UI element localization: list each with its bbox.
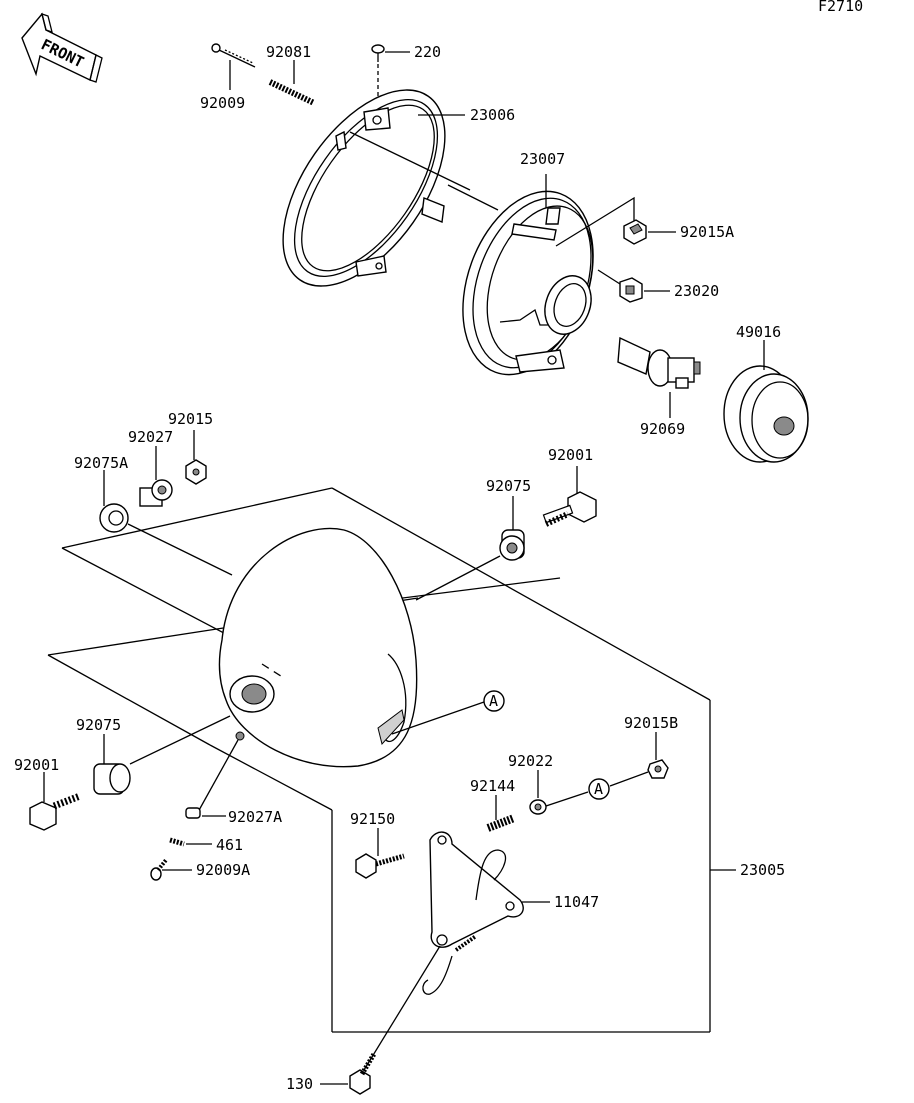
label-92075-right: 92075 bbox=[486, 477, 531, 495]
label-92001-left: 92001 bbox=[14, 756, 59, 774]
label-92009A: 92009A bbox=[196, 861, 250, 879]
label-23006: 23006 bbox=[470, 106, 515, 124]
label-92015B: 92015B bbox=[624, 714, 678, 732]
diagram-code: F2710 bbox=[818, 0, 863, 15]
label-130: 130 bbox=[286, 1075, 313, 1093]
part-92015B-nut[interactable] bbox=[647, 759, 669, 779]
part-23020-nut[interactable] bbox=[619, 277, 643, 303]
label-92081: 92081 bbox=[266, 43, 311, 61]
part-92001-left-bolt[interactable] bbox=[29, 792, 82, 831]
label-220: 220 bbox=[414, 43, 441, 61]
part-11047-bracket[interactable] bbox=[422, 831, 524, 995]
label-92144: 92144 bbox=[470, 777, 515, 795]
part-92015-nut[interactable] bbox=[185, 459, 207, 485]
part-92027A-collar[interactable] bbox=[185, 807, 201, 819]
label-92075-left: 92075 bbox=[76, 716, 121, 734]
label-92001-right: 92001 bbox=[548, 446, 593, 464]
part-92027-collar[interactable] bbox=[139, 479, 173, 507]
label-49016: 49016 bbox=[736, 323, 781, 341]
part-23007-reflector[interactable] bbox=[439, 173, 617, 393]
part-92001-right-bolt[interactable] bbox=[542, 491, 597, 527]
label-23007: 23007 bbox=[520, 150, 565, 168]
label-23005: 23005 bbox=[740, 861, 785, 879]
part-92022-washer[interactable] bbox=[529, 799, 547, 815]
part-92009A-screw[interactable] bbox=[150, 858, 168, 881]
label-461: 461 bbox=[216, 836, 243, 854]
part-92075-left-grommet[interactable] bbox=[93, 763, 131, 795]
label-92009: 92009 bbox=[200, 94, 245, 112]
part-92081-spring[interactable] bbox=[268, 79, 316, 106]
part-130-bolt[interactable] bbox=[349, 1052, 377, 1095]
callout-A-lower-letter: A bbox=[594, 780, 603, 798]
label-11047: 11047 bbox=[554, 893, 599, 911]
label-92015A: 92015A bbox=[680, 223, 734, 241]
part-23006-rim[interactable] bbox=[251, 62, 478, 314]
front-arrow-icon: FRONT bbox=[21, 12, 103, 83]
label-92022: 92022 bbox=[508, 752, 553, 770]
label-23020: 23020 bbox=[674, 282, 719, 300]
part-220-screw[interactable] bbox=[371, 44, 385, 62]
part-49016-boot[interactable] bbox=[723, 365, 809, 463]
callout-A-upper: A bbox=[483, 690, 505, 712]
label-92150: 92150 bbox=[350, 810, 395, 828]
callout-A-upper-letter: A bbox=[489, 692, 498, 710]
part-92015A-nut[interactable] bbox=[623, 219, 647, 245]
label-92027: 92027 bbox=[128, 428, 173, 446]
part-92144-spring[interactable] bbox=[486, 814, 516, 832]
label-92027A: 92027A bbox=[228, 808, 282, 826]
label-92015: 92015 bbox=[168, 410, 213, 428]
label-92075A: 92075A bbox=[74, 454, 128, 472]
part-92150-screw[interactable] bbox=[355, 853, 405, 879]
callout-A-lower: A bbox=[588, 778, 610, 800]
part-92075A-grommet[interactable] bbox=[99, 503, 129, 533]
label-92069: 92069 bbox=[640, 420, 685, 438]
part-92009-screw[interactable] bbox=[211, 43, 256, 68]
part-23005-headlight-housing[interactable] bbox=[218, 527, 418, 768]
part-461-spring[interactable] bbox=[169, 837, 185, 847]
part-92069-bulb[interactable] bbox=[617, 336, 701, 389]
part-92075-right-grommet[interactable] bbox=[499, 529, 525, 561]
